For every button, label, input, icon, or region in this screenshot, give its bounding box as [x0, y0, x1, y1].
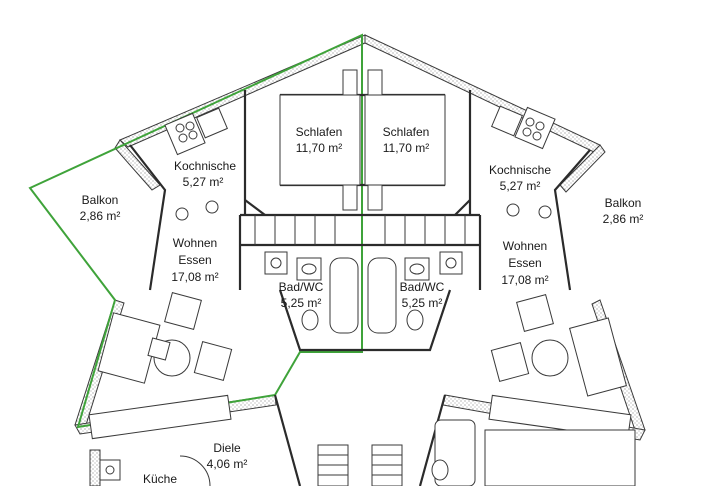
label-balkon-left: Balkon	[82, 193, 119, 207]
label-diele: Diele	[213, 441, 241, 455]
interior-walls	[129, 90, 591, 352]
label-wohnen-left: Wohnen	[173, 236, 217, 250]
label-wohnen-right: Wohnen	[503, 239, 547, 253]
hallway-stairs	[99, 394, 476, 486]
label-kochnische-right: Kochnische	[489, 163, 551, 177]
label-schlafen-left: Schlafen	[296, 125, 343, 139]
kitchenette-fixtures	[164, 105, 556, 221]
unit-boundary	[28, 33, 363, 429]
label-kueche: Küche	[143, 472, 177, 486]
room-labels: Schlafen 11,70 m² Schlafen 11,70 m² Koch…	[80, 125, 644, 486]
area-balkon-left: 2,86 m²	[80, 209, 121, 223]
label-schlafen-right: Schlafen	[383, 125, 430, 139]
area-schlafen-left: 11,70 m²	[296, 141, 342, 155]
area-kochnische-left: 5,27 m²	[183, 175, 224, 189]
living-furniture-left	[88, 292, 233, 440]
label-essen-right: Essen	[508, 256, 541, 270]
area-wohnen-right: 17,08 m²	[501, 273, 548, 287]
area-balkon-right: 2,86 m²	[603, 212, 644, 226]
label-balkon-right: Balkon	[605, 196, 642, 210]
area-wohnen-left: 17,08 m²	[171, 270, 218, 284]
area-kochnische-right: 5,27 m²	[500, 179, 541, 193]
bedroom-furniture	[254, 69, 466, 245]
label-essen-left: Essen	[178, 253, 211, 267]
label-kochnische-left: Kochnische	[174, 159, 236, 173]
area-diele: 4,06 m²	[207, 457, 248, 471]
label-bad-left: Bad/WC	[279, 280, 324, 294]
label-bad-right: Bad/WC	[400, 280, 445, 294]
area-bad-right: 5,25 m²	[402, 296, 443, 310]
area-schlafen-right: 11,70 m²	[383, 141, 429, 155]
living-furniture-right	[484, 294, 636, 486]
area-bad-left: 5,25 m²	[281, 296, 322, 310]
bathroom-fixtures	[264, 251, 463, 334]
